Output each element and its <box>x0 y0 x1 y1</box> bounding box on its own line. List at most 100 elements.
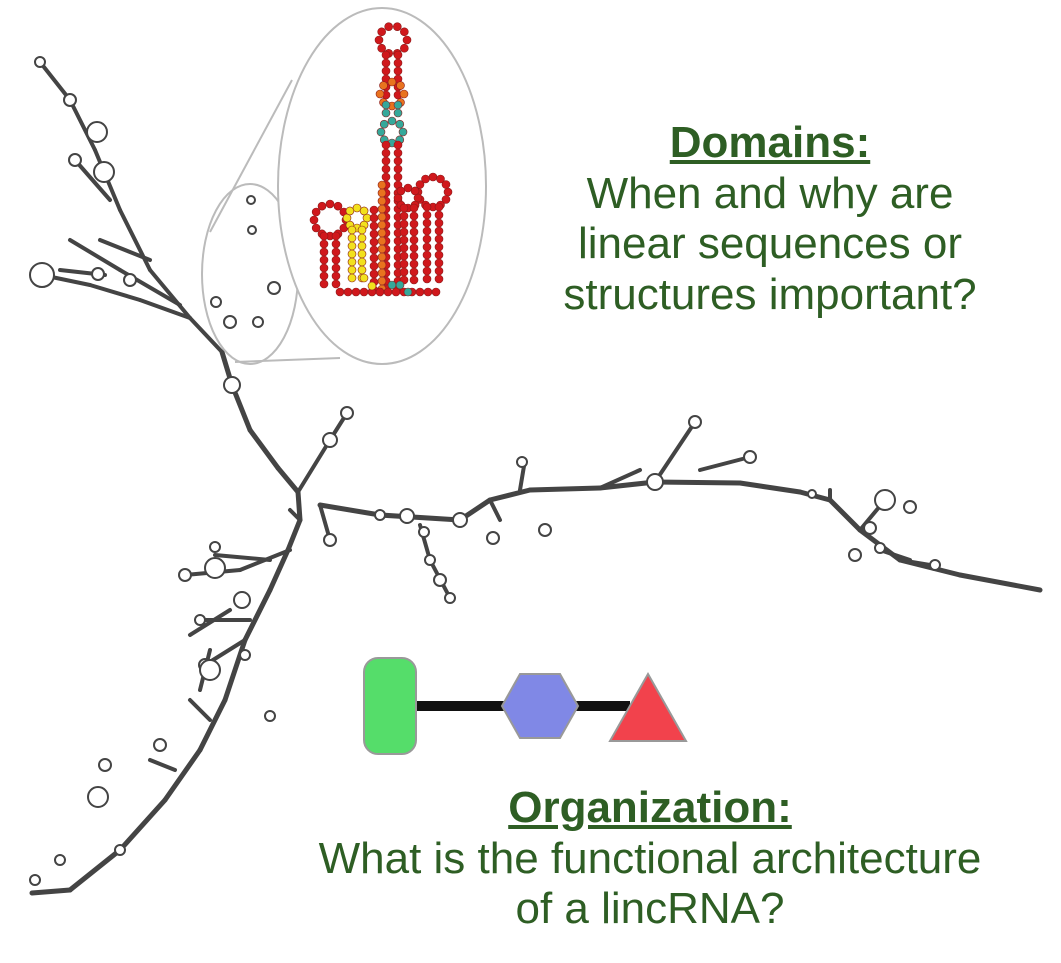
hairpin-loop <box>874 489 896 511</box>
nucleotide <box>423 287 433 297</box>
nucleotide <box>317 201 327 211</box>
structure-stem <box>957 572 1043 593</box>
hairpin-loop <box>452 512 468 528</box>
structure-stem <box>653 420 697 484</box>
nucleotide <box>377 204 387 214</box>
structure-stem <box>487 487 533 503</box>
nucleotide <box>395 119 405 129</box>
organization-heading: Organization: <box>508 783 792 832</box>
hairpin-loop <box>114 844 126 856</box>
nucleotide <box>374 35 384 45</box>
nucleotide <box>376 127 386 137</box>
nucleotide <box>343 287 353 297</box>
nucleotide <box>369 245 379 255</box>
nucleotide <box>387 280 397 290</box>
nucleotide <box>409 227 419 237</box>
nucleotide <box>375 287 385 297</box>
nucleotide <box>369 261 379 271</box>
hairpin-loop <box>98 758 112 772</box>
nucleotide <box>434 266 444 276</box>
hairpin-loop <box>153 738 167 752</box>
hairpin-loop <box>646 473 664 491</box>
nucleotide <box>357 265 367 275</box>
nucleotide <box>409 259 419 269</box>
nucleotide <box>335 287 345 297</box>
structure-stem <box>188 316 224 354</box>
structure-stem <box>827 497 863 533</box>
nucleotide <box>369 229 379 239</box>
nucleotide <box>399 235 409 245</box>
nucleotide <box>393 100 403 110</box>
rna-secondary-structure <box>29 56 1043 896</box>
hairpin-loop <box>178 568 192 582</box>
structure-stem <box>317 502 383 518</box>
nucleotide <box>409 251 419 261</box>
nucleotide <box>422 234 432 244</box>
nucleotide <box>381 108 391 118</box>
nucleotide <box>399 259 409 269</box>
structure-stem <box>73 158 112 202</box>
structure-stem <box>285 517 303 553</box>
hairpin-loop <box>874 542 886 554</box>
structure-stem <box>898 558 932 567</box>
nucleotide <box>393 164 403 174</box>
hairpin-loop <box>247 225 257 235</box>
nucleotide <box>410 186 420 196</box>
nucleotide <box>377 180 387 190</box>
nucleotide <box>399 219 409 229</box>
domain-architecture-schematic <box>363 657 688 755</box>
hairpin-loop <box>194 614 206 626</box>
domains-question-line-2: linear sequences or <box>577 219 962 269</box>
hairpin-loop <box>123 273 137 287</box>
nucleotide <box>393 108 403 118</box>
hairpin-loop <box>63 93 77 107</box>
nucleotide <box>347 225 357 235</box>
magnifier-bottom-connector <box>234 357 341 363</box>
nucleotide <box>398 127 408 137</box>
nucleotide <box>434 242 444 252</box>
organization-question-line-1: What is the functional architecture <box>318 833 982 883</box>
hairpin-loop <box>848 548 862 562</box>
nucleotide <box>422 218 432 228</box>
structure-stem <box>68 238 122 272</box>
structure-stem <box>148 268 192 320</box>
nucleotide <box>422 266 432 276</box>
organization-text-block: Organization: What is the functional arc… <box>255 783 1045 935</box>
nucleotide <box>379 81 388 90</box>
nucleotide <box>347 249 357 259</box>
nucleotide <box>331 247 341 257</box>
nucleotide <box>422 258 432 268</box>
nucleotide <box>399 267 409 277</box>
nucleotide <box>384 22 393 31</box>
nucleotide <box>381 50 391 60</box>
nucleotide <box>319 247 329 257</box>
structure-stem <box>597 479 658 491</box>
nucleotide <box>377 260 387 270</box>
nucleotide <box>393 66 403 76</box>
nucleotide <box>311 207 321 217</box>
nucleotide <box>369 205 379 215</box>
structure-stem <box>737 480 803 495</box>
hairpin-loop <box>688 415 702 429</box>
nucleotide <box>359 273 369 283</box>
nucleotide <box>422 202 432 212</box>
nucleotide <box>377 268 387 278</box>
hairpin-loop <box>743 450 757 464</box>
nucleotide <box>369 253 379 263</box>
nucleotide <box>434 210 444 220</box>
hairpin-loop <box>54 854 66 866</box>
structure-stem <box>296 438 332 494</box>
hairpin-loop <box>340 406 354 420</box>
hairpin-loop <box>323 533 337 547</box>
hairpin-loop <box>418 526 430 538</box>
hairpin-loop <box>246 195 256 205</box>
hairpin-loop <box>204 557 226 579</box>
nucleotide <box>357 249 367 259</box>
hairpin-loop <box>903 500 917 514</box>
nucleotide <box>331 263 341 273</box>
nucleotide <box>357 233 367 243</box>
structure-stem <box>267 547 291 593</box>
nucleotide <box>347 241 357 251</box>
nucleotide <box>421 174 430 184</box>
